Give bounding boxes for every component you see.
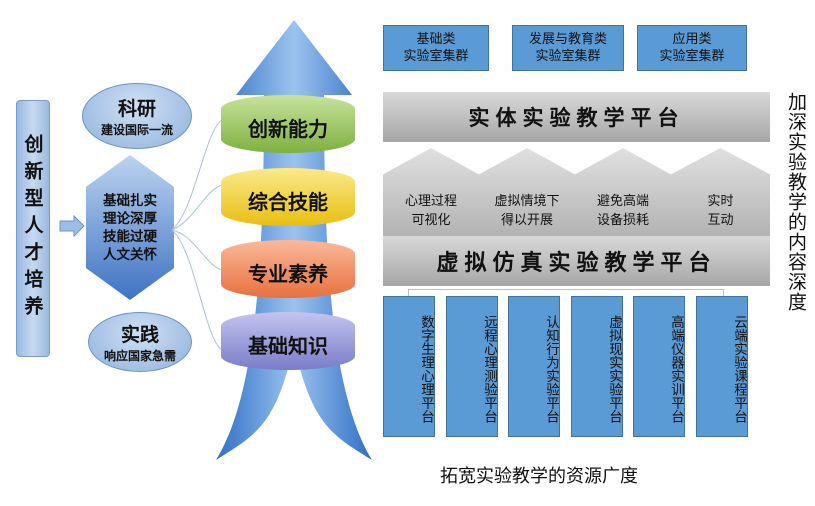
feature-line: 设备损耗 <box>596 213 649 228</box>
core-hexagon: 基础扎实 理论深厚 技能过硬 人文关怀 <box>86 155 174 300</box>
right-arrow-icon <box>59 215 85 237</box>
cluster-line: 发展与教育类 <box>528 32 607 47</box>
research-title: 科研 <box>117 98 156 120</box>
cluster-application: 应用类实验室集群 <box>637 25 747 71</box>
sub-platform: 云端实验课程平台 <box>696 296 748 437</box>
core-line: 基础扎实 <box>103 192 157 209</box>
sub-platform: 虚拟现实实验平台 <box>571 296 623 437</box>
depth-label: 加深实验教学的内容深度 <box>785 92 807 312</box>
layer-professional: 专业素养 <box>221 240 355 298</box>
practice-ellipse: 实践 响应国家急需 <box>88 312 192 372</box>
feature-line: 避免高端 <box>596 194 649 209</box>
sub-platform: 数字生理心理平台 <box>383 296 435 437</box>
feature-line: 可视化 <box>411 213 451 228</box>
physical-platform: 实体实验教学平台 <box>383 92 770 142</box>
connector-lines <box>171 119 223 351</box>
feature-line: 虚拟情境下 <box>494 194 560 209</box>
layer-innovation: 创新能力 <box>221 95 355 153</box>
research-ellipse: 科研 建设国际一流 <box>82 83 192 149</box>
breadth-label: 拓宽实验教学的资源广度 <box>440 466 638 487</box>
core-line: 人文关怀 <box>103 246 157 263</box>
practice-title: 实践 <box>120 324 159 346</box>
cluster-line: 应用类 <box>672 32 712 47</box>
cluster-basic: 基础类实验室集群 <box>383 25 489 71</box>
layer-skills: 综合技能 <box>221 168 355 226</box>
cluster-line: 实验室集群 <box>535 49 601 64</box>
research-subtitle: 建设国际一流 <box>100 123 173 137</box>
feature-house: 心理过程可视化 <box>383 148 479 236</box>
practice-subtitle: 响应国家急需 <box>103 349 176 363</box>
sub-platform: 高端仪器实训平台 <box>633 296 685 437</box>
feature-house: 避免高端设备损耗 <box>575 148 671 236</box>
cluster-line: 实验室集群 <box>659 49 725 64</box>
feature-line: 得以开展 <box>500 213 553 228</box>
cluster-line: 基础类 <box>416 32 456 47</box>
cluster-line: 实验室集群 <box>403 49 469 64</box>
core-line: 技能过硬 <box>103 228 157 245</box>
feature-house: 虚拟情境下得以开展 <box>479 148 575 236</box>
feature-line: 心理过程 <box>404 194 457 209</box>
goal-scroll: 创新型人才培养 <box>16 100 50 357</box>
feature-line: 实时 <box>707 194 734 209</box>
virtual-platform: 虚拟仿真实验教学平台 <box>383 236 770 286</box>
sub-platform: 认知行为实验平台 <box>508 296 560 437</box>
layer-foundation: 基础知识 <box>221 312 355 370</box>
feature-line: 互动 <box>707 213 734 228</box>
sub-platform: 远程心理测验平台 <box>446 296 498 437</box>
tree-connector <box>408 289 724 297</box>
cluster-development: 发展与教育类实验室集群 <box>512 25 624 71</box>
feature-house: 实时互动 <box>671 148 770 236</box>
core-line: 理论深厚 <box>103 210 157 227</box>
